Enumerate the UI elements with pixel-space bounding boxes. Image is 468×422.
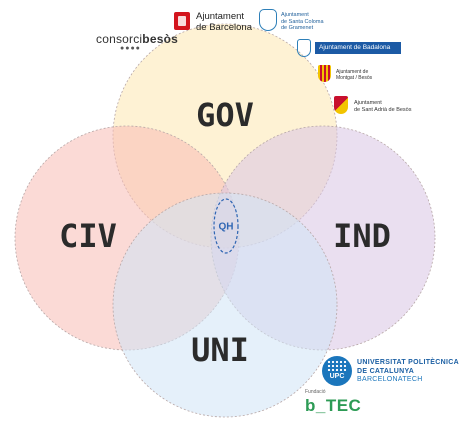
sant-adria-text: Ajuntament de Sant Adrià de Besòs <box>354 100 412 113</box>
montgat-text: Ajuntament de Montgat / Besòs <box>336 69 373 81</box>
barcelona-emblem-icon <box>174 12 190 30</box>
ajuntament-montgat-logo: Ajuntament de Montgat / Besòs <box>318 65 378 89</box>
consorci-besos-logo: consorcibesòs <box>96 32 178 46</box>
ajuntament-barcelona-logo: Ajuntament de Barcelona <box>174 8 256 36</box>
montgat-shield-icon <box>318 65 331 82</box>
upc-logo: UPC UNIVERSITAT POLITÈCNICA DE CATALUNYA… <box>322 356 462 390</box>
consorci-dots: ●●●● <box>120 45 141 52</box>
qh-center-label: QH <box>219 222 234 233</box>
circle-label-gov: GOV <box>196 96 254 134</box>
santa-coloma-shield-icon <box>259 9 277 31</box>
qh-center-ellipse <box>213 198 239 254</box>
upc-mark-text: UPC <box>329 373 345 380</box>
btec-name: b_TEC <box>305 396 362 415</box>
barcelona-text: Ajuntament de Barcelona <box>196 11 252 33</box>
circle-label-civ: CIV <box>59 217 117 255</box>
btec-small-text: Fundació <box>305 389 326 395</box>
sant-adria-shield-icon <box>334 96 348 114</box>
venn-labels: GOV CIV IND UNI QH <box>59 96 391 369</box>
upc-emblem-icon: UPC <box>322 356 352 386</box>
upc-dots-pattern <box>327 360 347 371</box>
venn-circle-uni <box>112 192 338 418</box>
ajuntament-sant-adria-logo: Ajuntament de Sant Adrià de Besòs <box>334 96 420 120</box>
circle-label-ind: IND <box>333 217 391 255</box>
consorci-prefix: consorci <box>96 32 143 46</box>
consorci-bold: besòs <box>142 32 178 46</box>
venn-circles <box>14 23 436 418</box>
upc-text: UNIVERSITAT POLITÈCNICA DE CATALUNYA BAR… <box>357 359 459 383</box>
badalona-label: Ajuntament de Badalona <box>315 42 401 54</box>
badalona-shield-icon <box>297 39 311 57</box>
btec-logo: Fundació b_TEC <box>305 389 375 419</box>
ajuntament-santa-coloma-logo: Ajuntament de Santa Coloma de Gramenet <box>259 9 329 37</box>
ajuntament-badalona-logo: Ajuntament de Badalona <box>297 39 405 57</box>
santa-coloma-text: Ajuntament de Santa Coloma de Gramenet <box>281 12 324 31</box>
circle-label-uni: UNI <box>191 331 249 369</box>
